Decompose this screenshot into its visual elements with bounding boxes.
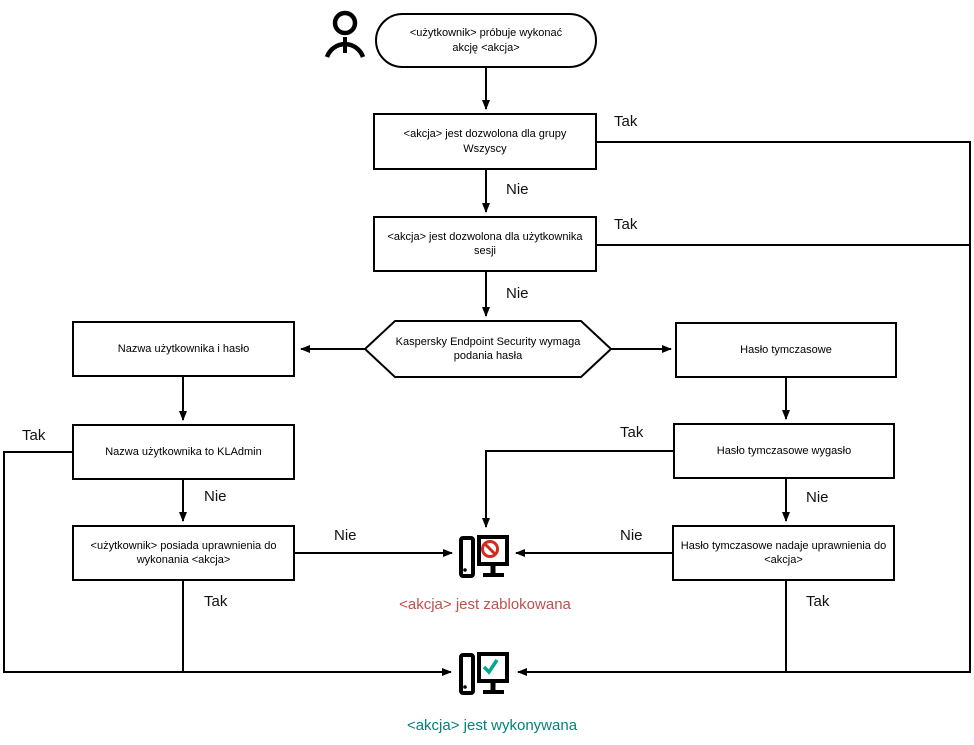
node-username-password: Nazwa użytkownika i hasło [72, 321, 295, 377]
node-temp-password-expired: Hasło tymczasowe wygasło [673, 423, 895, 479]
edge-expired-tak-to-blocked [482, 450, 673, 528]
edge-label-nie-session: Nie [506, 285, 529, 302]
check-icon [482, 659, 499, 675]
status-executed-text: <akcja> jest wykonywana [406, 717, 578, 734]
edge-label-tak-kladmin: Tak [22, 427, 46, 444]
prohibit-icon [481, 540, 499, 558]
edge-kladmin-tak-left-bottom [3, 451, 452, 676]
edge-label-nie-kladmin: Nie [204, 488, 227, 505]
edge-label-tak-grants: Tak [806, 593, 830, 610]
edge-label-tak-expired: Tak [620, 424, 644, 441]
node-temp-password-grants: Hasło tymczasowe nadaje uprawnienia do <… [672, 525, 895, 581]
edge-label-tak-everyone: Tak [614, 113, 638, 130]
node-password-required: Kaspersky Endpoint Security wymaga podan… [395, 335, 581, 362]
executed-computer-icon [459, 652, 509, 695]
node-allowed-everyone: <akcja> jest dozwolona dla grupy Wszyscy [373, 113, 597, 170]
edge-label-tak-permissions: Tak [204, 593, 228, 610]
blocked-computer-icon [459, 535, 509, 578]
user-icon [324, 10, 366, 58]
node-username-kladmin: Nazwa użytkownika to KLAdmin [72, 424, 295, 480]
status-blocked-text: <akcja> jest zablokowana [399, 596, 571, 613]
edge-label-nie-permissions: Nie [334, 527, 357, 544]
node-temp-password: Hasło tymczasowe [675, 322, 897, 378]
edge-everyone-tak-right [517, 141, 971, 676]
edge-label-tak-session: Tak [614, 216, 638, 233]
edge-label-nie-everyone: Nie [506, 181, 529, 198]
edge-label-nie-grants: Nie [620, 527, 643, 544]
node-allowed-session-user: <akcja> jest dozwolona dla użytkownika s… [373, 216, 597, 272]
node-start: <użytkownik> próbuje wykonać akcję <akcj… [375, 13, 597, 68]
connectors [3, 68, 971, 676]
node-user-has-permissions: <użytkownik> posiada uprawnienia do wyko… [72, 525, 295, 581]
edge-label-nie-expired: Nie [806, 489, 829, 506]
